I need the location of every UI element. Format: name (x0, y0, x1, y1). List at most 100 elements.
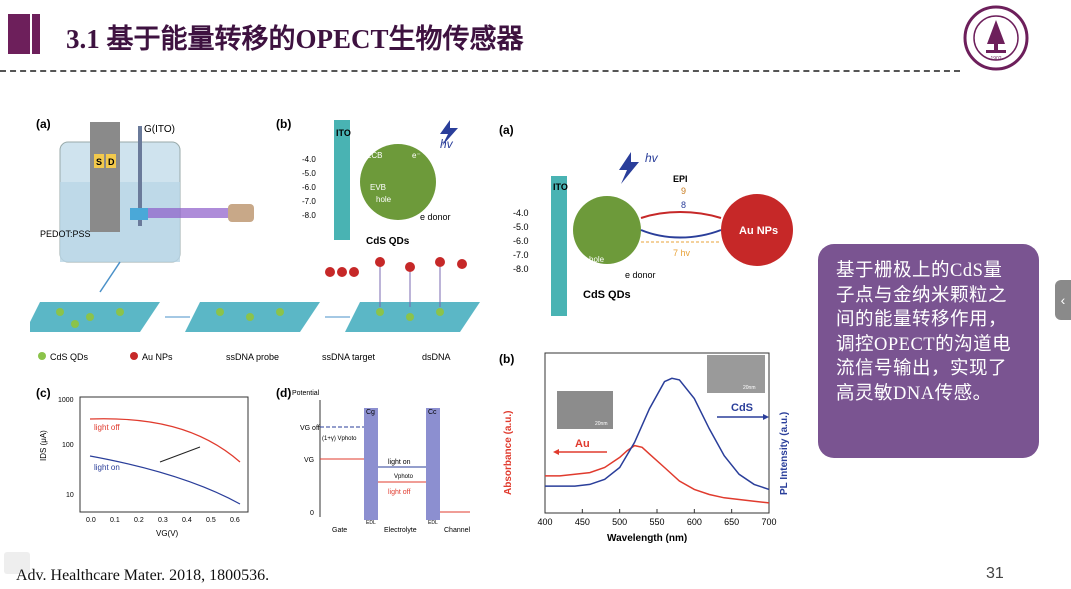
svg-text:VG: VG (304, 457, 314, 464)
svg-text:ITO: ITO (553, 182, 568, 192)
svg-text:0.6: 0.6 (230, 517, 240, 524)
x-axis-label: Wavelength (nm) (607, 533, 687, 544)
svg-text:-4.0: -4.0 (513, 208, 529, 218)
svg-text:0.5: 0.5 (206, 517, 216, 524)
tem-image-au (557, 391, 613, 429)
svg-text:hole: hole (376, 195, 392, 204)
svg-text:Electrolyte: Electrolyte (384, 527, 417, 534)
page-number: 31 (986, 565, 1004, 582)
svg-text:e⁻: e⁻ (412, 151, 421, 160)
svg-text:-7.0: -7.0 (513, 250, 529, 260)
panel-d-label: (d) (276, 386, 291, 400)
panel-c-label: (c) (36, 386, 51, 400)
svg-text:9: 9 (681, 186, 686, 196)
university-logo-icon: 1902 (963, 5, 1029, 71)
panel-b-label-left: (b) (276, 117, 291, 131)
svg-text:Vphoto: Vphoto (394, 474, 414, 480)
substrate-sequence (30, 257, 480, 332)
svg-text:-6.0: -6.0 (513, 236, 529, 246)
svg-text:10: 10 (66, 492, 74, 499)
left-figure: (a) S D G(ITO) PEDOT:PSS (b) ITO -4.0 -5… (30, 117, 480, 538)
x-tick-label: 600 (687, 517, 702, 527)
svg-text:IDS (μA): IDS (μA) (39, 430, 48, 461)
svg-text:EPI: EPI (673, 174, 688, 184)
svg-text:EVB: EVB (370, 183, 386, 192)
svg-text:e donor: e donor (625, 270, 656, 280)
legend-target: ssDNA target (322, 352, 376, 362)
right-figure-a: (a) ITO -4.0 -5.0 -6.0 -7.0 -8.0 hole hv… (499, 123, 793, 316)
x-tick-label: 400 (537, 517, 552, 527)
cds-qd-sphere (360, 144, 436, 220)
svg-text:Channel: Channel (444, 527, 471, 534)
chart-c-frame (79, 396, 249, 513)
legend-au: Au NPs (142, 352, 173, 362)
legend-dsdna: dsDNA (422, 352, 451, 362)
x-tick-label: 650 (724, 517, 739, 527)
svg-text:EDL: EDL (366, 520, 376, 526)
x-tick-label: 550 (649, 517, 664, 527)
s-label: S (96, 157, 102, 167)
svg-text:Potential: Potential (292, 390, 320, 397)
svg-text:7 hv: 7 hv (673, 248, 691, 258)
svg-text:(1+γ) Vphoto: (1+γ) Vphoto (322, 436, 357, 442)
svg-text:Cc: Cc (428, 409, 437, 416)
svg-text:hole: hole (589, 255, 605, 264)
svg-text:100: 100 (62, 442, 74, 449)
cds-qd-sphere-right (573, 196, 641, 264)
svg-text:hv: hv (645, 151, 659, 165)
au-nps-sphere (721, 194, 793, 266)
series-line-au (545, 444, 770, 504)
legend-probe: ssDNA probe (226, 352, 279, 362)
light-on-curve (89, 455, 241, 505)
svg-text:e donor: e donor (420, 212, 451, 222)
svg-text:light off: light off (388, 489, 410, 496)
side-tab-collapse[interactable]: ‹ (1055, 280, 1071, 320)
svg-text:hv: hv (440, 137, 454, 151)
light-off-curve (89, 418, 241, 463)
y-axis-label-left: Absorbance (a.u.) (503, 411, 514, 495)
citation: Adv. Healthcare Mater. 2018, 1800536. (16, 567, 270, 584)
legend-cds: CdS QDs (50, 352, 89, 362)
d-label: D (108, 157, 115, 167)
y-axis-label-right: PL Intensity (a.u.) (779, 412, 790, 495)
x-tick-label: 450 (575, 517, 590, 527)
x-tick-label: 500 (612, 517, 627, 527)
svg-text:light off: light off (94, 423, 120, 432)
svg-text:20nm: 20nm (595, 421, 608, 427)
electrode-plate (90, 122, 120, 232)
svg-text:VG(V): VG(V) (156, 529, 179, 538)
gito-label: G(ITO) (144, 124, 175, 135)
lightning-icon-right (619, 152, 639, 184)
menu-icon[interactable] (4, 552, 30, 574)
x-tick-label: 700 (761, 517, 776, 527)
svg-text:20nm: 20nm (743, 385, 756, 391)
svg-text:light on: light on (94, 463, 120, 472)
lightning-icon (440, 120, 458, 146)
svg-text:-5.0: -5.0 (302, 169, 316, 178)
summary-text: 基于栅极上的CdS量子点与金纳米颗粒之间的能量转移作用，调控OPECT的沟道电流… (836, 261, 1012, 404)
svg-text:0.4: 0.4 (182, 517, 192, 524)
svg-text:CdS QDs: CdS QDs (583, 289, 631, 301)
panel-a-label-right: (a) (499, 123, 514, 137)
au-annotation: Au (575, 438, 590, 450)
svg-text:EDL: EDL (428, 520, 438, 526)
svg-text:-6.0: -6.0 (302, 183, 316, 192)
svg-text:Gate: Gate (332, 527, 347, 534)
svg-text:-7.0: -7.0 (302, 197, 316, 206)
svg-text:-4.0: -4.0 (302, 155, 316, 164)
summary-box: 基于栅极上的CdS量子点与金纳米颗粒之间的能量转移作用，调控OPECT的沟道电流… (818, 244, 1039, 458)
svg-text:-5.0: -5.0 (513, 222, 529, 232)
svg-text:ECB: ECB (366, 151, 382, 160)
svg-text:light on: light on (388, 459, 411, 466)
title-divider (0, 70, 960, 72)
svg-text:8: 8 (681, 200, 686, 210)
tem-image-cds (707, 355, 765, 393)
svg-text:-8.0: -8.0 (302, 211, 316, 220)
svg-text:ITO: ITO (336, 128, 351, 138)
svg-text:Cg: Cg (366, 409, 375, 416)
title-accent-bar-thin (32, 14, 40, 54)
logo-year: 1902 (990, 56, 1001, 62)
svg-text:CdS QDs: CdS QDs (366, 236, 410, 247)
cds-annotation: CdS (731, 402, 753, 414)
